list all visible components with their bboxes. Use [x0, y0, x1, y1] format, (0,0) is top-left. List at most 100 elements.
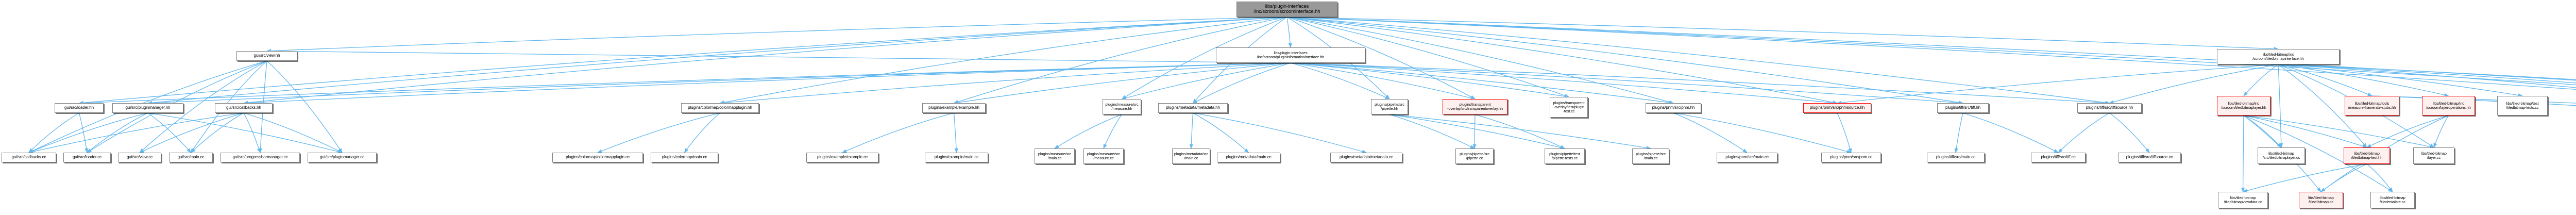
graph-edge: [1837, 64, 2279, 105]
graph-edge: [2278, 64, 2523, 97]
graph-node-label: libs/tiled-bitmap/inc /scroom/tiledbitma…: [2252, 52, 2304, 61]
graph-node-label: libs/tiled-bitmap/tools /measure-framera…: [2348, 101, 2396, 110]
graph-edge: [953, 112, 958, 153]
graph-node[interactable]: plugins/transparent -overlay/test/plugin…: [1550, 97, 1588, 118]
graph-node[interactable]: plugins/pnm/src/pnmsource.hh: [1803, 103, 1871, 113]
graph-edge: [1389, 114, 1565, 150]
graph-node-label: gui/src/pluginmanager.cc: [319, 155, 365, 160]
graph-node[interactable]: plugins/pipette/src /main.cc: [1632, 148, 1669, 164]
graph-node[interactable]: plugins/metadata/src /main.cc: [1172, 148, 1210, 164]
graph-node-label: libs/tiled-bitmap/test /tiledbitmap-test…: [2506, 101, 2539, 110]
graph-node[interactable]: libs/tiled-bitmap /layer.cc: [2413, 147, 2454, 164]
graph-node[interactable]: libs/tiled-bitmap /tiledbitmap-test.hh: [2344, 147, 2390, 164]
graph-node[interactable]: plugins/metadata/main.cc: [1217, 153, 1280, 162]
graph-node[interactable]: plugins/pnm/src/pnm.cc: [1821, 153, 1881, 162]
graph-node[interactable]: plugins/tiff/src/main.cc: [1927, 153, 1985, 162]
graph-node[interactable]: plugins/tiff/src/tiffsource.hh: [2077, 103, 2142, 113]
graph-edge: [243, 16, 1287, 105]
graph-edge: [1286, 16, 2110, 105]
graph-node[interactable]: plugins/metadata/metadata.hh: [1158, 103, 1228, 113]
graph-edge: [719, 16, 1287, 105]
graph-edge: [2243, 115, 2434, 148]
graph-edge: [2366, 115, 2449, 148]
graph-node[interactable]: gui/src/loader.cc: [63, 153, 111, 162]
graph-edge: [139, 112, 244, 153]
graph-node[interactable]: plugins/measure/src /measure.hh: [1103, 99, 1141, 114]
graph-node[interactable]: libs/tiled-bitmap /tiled-bitmap.cc: [2299, 192, 2343, 208]
graph-node[interactable]: plugins/colormap/colormapplugin.cc: [552, 153, 643, 162]
graph-node[interactable]: plugins/pipette/src /pipette.cc: [1455, 148, 1494, 164]
graph-node[interactable]: libs/plugin-interfaces /inc/scroom/plugi…: [1216, 47, 1365, 63]
graph-node[interactable]: plugins/example/example.hh: [922, 103, 986, 113]
graph-node-label: libs/tiled-bitmap /tiled-bitmap.cc: [2308, 195, 2334, 204]
graph-node[interactable]: plugins/tiff/src/tiffsource.cc: [2118, 153, 2181, 162]
graph-node[interactable]: plugins/measure/src /main.cc: [1035, 148, 1075, 164]
graph-node[interactable]: gui/src/progressbarmanager.cc: [221, 153, 300, 162]
graph-edge: [1193, 112, 1367, 154]
graph-edge: [2241, 115, 2245, 192]
graph-node[interactable]: libs/plugin-interfaces /inc/scroom/scroo…: [1236, 2, 1337, 17]
graph-node-label: plugins/example/main.cc: [934, 155, 979, 160]
graph-node[interactable]: gui/src/callbacks.cc: [2, 153, 56, 162]
graph-node[interactable]: libs/tiled-bitmap /tiledemolate.cc: [2370, 192, 2415, 208]
graph-node[interactable]: plugins/measure/src /measure.cc: [1083, 148, 1124, 164]
graph-node-label: gui/src/view.hh: [253, 53, 280, 58]
graph-node-label: plugins/metadata/metadata.cc: [1340, 155, 1393, 160]
graph-node[interactable]: plugins/pnm/src/main.cc: [1717, 153, 1777, 162]
graph-edge: [1290, 62, 2110, 105]
graph-edge: [190, 112, 244, 153]
graph-node[interactable]: gui/src/view.cc: [118, 153, 161, 162]
graph-node[interactable]: libs/tiled-bitmap/test /tiledbitmap-test…: [2497, 96, 2548, 115]
graph-edge: [2058, 112, 2110, 153]
graph-node[interactable]: plugins/metadata/metadata.cc: [1330, 153, 1402, 162]
graph-node[interactable]: plugins/colormap/colormapplugin.hh: [681, 103, 759, 113]
graph-edge: [1962, 112, 2059, 153]
graph-node[interactable]: libs/tiled-bitmap /tiledbitmapviewdata.c…: [2218, 192, 2268, 208]
graph-node[interactable]: plugins/pipette/src /pipette.hh: [1371, 99, 1408, 114]
graph-edge: [147, 62, 1291, 105]
graph-edge: [953, 62, 1291, 105]
graph-edge: [1103, 114, 1123, 149]
graph-node-label: libs/tiled-bitmap /tiledbitmap-test.hh: [2351, 151, 2383, 160]
graph-node[interactable]: plugins/transparent -overlay/src/transpa…: [1443, 99, 1507, 114]
graph-edge: [1954, 112, 1963, 153]
graph-node[interactable]: gui/src/loader.hh: [55, 103, 104, 113]
graph-node[interactable]: gui/src/main.cc: [169, 153, 213, 162]
graph-edge: [78, 112, 89, 153]
graph-node[interactable]: plugins/example/main.cc: [925, 153, 988, 162]
graph-node[interactable]: plugins/pnm/src/pnm.hh: [1646, 103, 1701, 113]
graph-node[interactable]: libs/tiled-bitmap /src/tiledbitmaplayer.…: [2258, 147, 2305, 164]
graph-node[interactable]: plugins/colormap/main.cc: [651, 153, 718, 162]
graph-edge: [1193, 112, 1249, 153]
graph-edge: [1286, 16, 2576, 90]
graph-node[interactable]: plugins/tiff/src/tiff.hh: [1937, 103, 1989, 113]
graph-node-label: plugins/tiff/src/main.cc: [1936, 155, 1976, 160]
graph-node-label: plugins/tiff/src/tiff.hh: [1945, 105, 1980, 110]
graph-node-label: plugins/colormap/colormapplugin.cc: [566, 155, 630, 160]
graph-node[interactable]: libs/tiled-bitmap/tools /measure-framera…: [2345, 96, 2399, 115]
graph-node[interactable]: libs/tiled-bitmap/inc /scroom/layeropera…: [2422, 96, 2475, 115]
graph-node[interactable]: plugins/pipette/test /pipette-tests.cc: [1545, 148, 1585, 164]
graph-node[interactable]: gui/src/view.hh: [236, 51, 297, 61]
graph-node[interactable]: libs/tiled-bitmap/inc /scroom/tiledbitma…: [2217, 96, 2270, 115]
graph-edge: [266, 16, 1287, 53]
graph-edge: [2366, 163, 2393, 192]
graph-node-label: plugins/pipette/src /pipette.hh: [1375, 102, 1404, 111]
graph-node[interactable]: plugins/example/example.cc: [806, 153, 878, 162]
graph-node[interactable]: gui/src/callbacks.hh: [215, 103, 273, 113]
graph-node-label: gui/src/callbacks.hh: [226, 105, 261, 110]
graph-node[interactable]: gui/src/pluginmanager.cc: [308, 153, 377, 162]
graph-edge: [1286, 16, 1963, 105]
graph-node-label: plugins/example/example.cc: [817, 155, 868, 160]
graph-edge: [28, 112, 79, 153]
graph-node-label: libs/tiled-bitmap/inc /scroom/tiledbitma…: [2221, 101, 2266, 110]
graph-edge: [1286, 16, 2576, 86]
graph-edge: [266, 49, 1291, 63]
graph-edge: [243, 112, 261, 153]
graph-node[interactable]: gui/src/pluginmanager.hh: [112, 103, 183, 113]
graph-node-label: libs/plugin-interfaces /inc/scroom/scroo…: [1253, 3, 1320, 14]
graph-edge: [243, 112, 343, 153]
graph-node-label: libs/tiled-bitmap /src/tiledbitmaplayer.…: [2262, 151, 2300, 160]
graph-node[interactable]: libs/tiled-bitmap/inc /scroom/tiledbitma…: [2217, 49, 2340, 64]
graph-node[interactable]: plugins/tiff/src/tiff.cc: [2031, 153, 2086, 162]
